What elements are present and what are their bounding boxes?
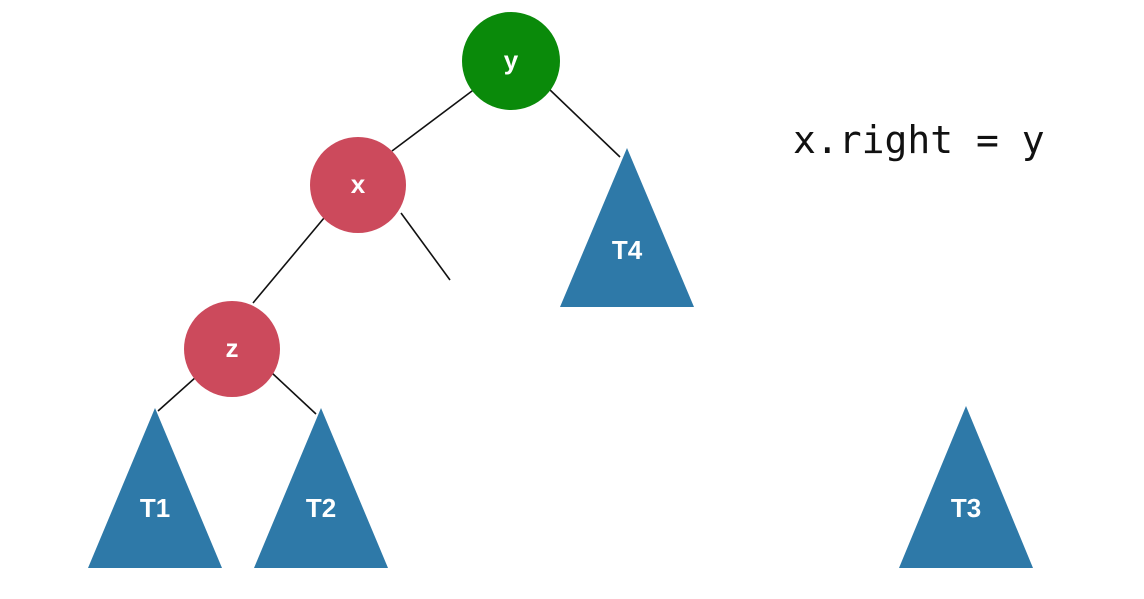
subtree-label: T1	[140, 493, 170, 523]
node-circle	[310, 137, 406, 233]
edge-x-dangling	[400, 212, 451, 281]
edge-x-z	[252, 217, 325, 304]
node-circle	[462, 12, 560, 110]
node-x: x	[310, 137, 406, 233]
subtree-t2: T2	[254, 408, 388, 568]
subtree-t1: T1	[88, 408, 222, 568]
subtree-label: T3	[951, 493, 981, 523]
edge-y-x	[391, 87, 477, 152]
subtree-t4: T4	[560, 148, 694, 307]
code-statement: x.right = y	[793, 118, 1045, 162]
triangle-t3	[899, 406, 1033, 568]
node-circle	[184, 301, 280, 397]
triangle-t4	[560, 148, 694, 307]
node-label: y	[504, 45, 519, 75]
edge-y-t4	[547, 87, 621, 158]
edge-z-t1	[157, 376, 197, 412]
subtree-t3: T3	[899, 406, 1033, 568]
edge-z-t2	[271, 372, 317, 415]
node-y: y	[462, 12, 560, 110]
subtree-label: T2	[306, 493, 336, 523]
subtree-label: T4	[612, 235, 643, 265]
triangle-t2	[254, 408, 388, 568]
node-label: x	[351, 169, 366, 199]
node-label: z	[226, 333, 239, 363]
node-z: z	[184, 301, 280, 397]
triangle-t1	[88, 408, 222, 568]
